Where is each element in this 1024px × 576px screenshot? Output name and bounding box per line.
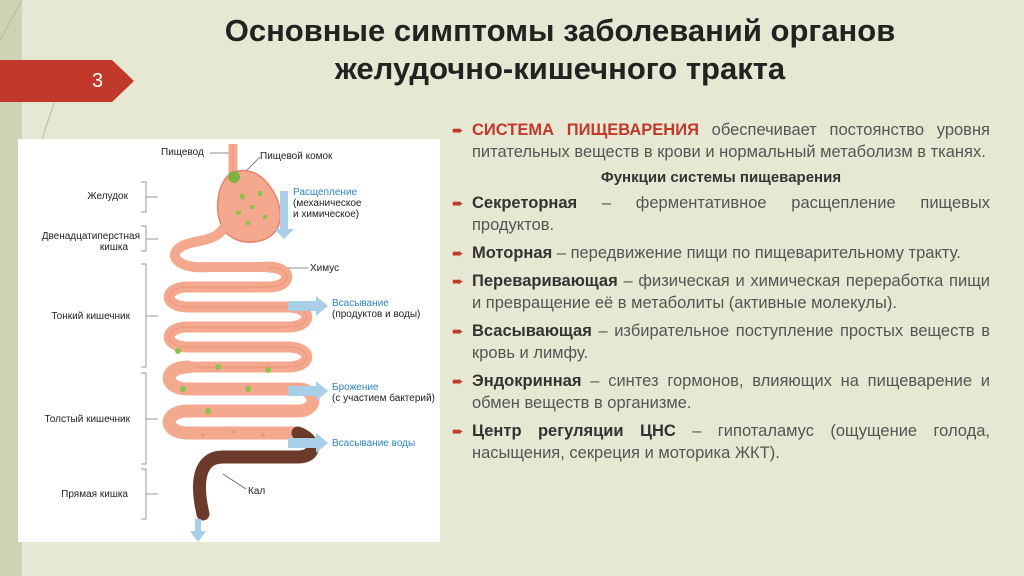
functions-heading: Функции системы пищеварения (600, 169, 842, 186)
label-small-intestine: Тонкий кишечник (51, 311, 130, 322)
arrow-bullet-icon: ➨ (452, 273, 464, 289)
function-term: Всасывающая (472, 322, 592, 340)
stage-fermentation-title: Брожение (332, 382, 379, 393)
decor-lines (0, 0, 56, 146)
label-food-bolus: Пищевой комок (260, 151, 333, 162)
arrow-bullet-icon: ➨ (452, 245, 464, 261)
arrow-bullet-icon: ➨ (452, 195, 464, 211)
function-text: – избирательное поступление простых веще… (472, 322, 990, 362)
stage-breakdown-note-1: (механическое (293, 198, 362, 209)
content-text: ➨ СИСТЕМА ПИЩЕВАРЕНИЯ обеспечивает посто… (452, 119, 990, 470)
digestive-system-diagram: Пищевод Пищевой комок Химус Кал Желудок … (18, 139, 440, 542)
function-text: – синтез гормонов, влияющих на пищеварен… (472, 372, 990, 412)
function-text: – передвижение пищи по пищеварительному … (552, 244, 961, 262)
function-item: ➨ Всасывающая – избирательное поступлени… (452, 320, 990, 364)
intro-paragraph: ➨ СИСТЕМА ПИЩЕВАРЕНИЯ обеспечивает посто… (452, 119, 990, 163)
label-feces: Кал (248, 486, 266, 497)
function-item: ➨ Переваривающая – физическая и химическ… (452, 270, 990, 314)
function-text: – гипоталамус (ощущение голода, насыщени… (472, 422, 990, 462)
label-duodenum-2: кишка (99, 242, 128, 253)
slide-number-badge: 3 (0, 60, 134, 102)
function-term: Моторная (472, 244, 553, 262)
arrow-bullet-icon: ➨ (452, 323, 464, 339)
label-esophagus: Пищевод (161, 147, 204, 158)
function-item: ➨ Эндокринная – синтез гормонов, влияющи… (452, 370, 990, 414)
title-line-1: Основные симптомы заболеваний органов (224, 13, 896, 48)
function-item: ➨ Секреторная – ферментативное расщеплен… (452, 192, 990, 236)
arrow-bullet-icon: ➨ (452, 423, 464, 439)
label-large-intestine: Толстый кишечник (44, 414, 130, 425)
stage-breakdown-title: Расщепление (293, 187, 358, 198)
function-term: Центр регуляции ЦНС (472, 422, 676, 440)
label-stomach: Желудок (87, 191, 128, 202)
label-chyme: Химус (310, 263, 340, 274)
digestive-tract-illustration (141, 144, 328, 542)
stage-breakdown-note-2: и химическое) (293, 209, 360, 220)
stage-absorption-title: Всасывание (332, 298, 389, 309)
label-rectum: Прямая кишка (61, 489, 128, 500)
arrow-bullet-icon: ➨ (452, 122, 464, 138)
slide-title: Основные симптомы заболеваний органов же… (150, 12, 970, 88)
label-duodenum-1: Двенадцатиперстная (41, 231, 140, 242)
arrow-bullet-icon: ➨ (452, 373, 464, 389)
function-item: ➨ Центр регуляции ЦНС – гипоталамус (ощу… (452, 420, 990, 464)
function-text: – физическая и химическая переработка пи… (472, 272, 990, 312)
stage-water-absorption-title: Всасывание воды (332, 438, 416, 449)
title-line-2: желудочно-кишечного тракта (334, 51, 786, 86)
function-term: Переваривающая (472, 272, 618, 290)
stage-absorption-note: (продуктов и воды) (332, 309, 421, 320)
stage-fermentation-note: (с участием бактерий) (332, 393, 435, 404)
function-item: ➨ Моторная – передвижение пищи по пищева… (452, 242, 990, 264)
function-term: Эндокринная (472, 372, 582, 390)
function-term: Секреторная (472, 194, 578, 212)
intro-text: обеспечивает постоянство уровня питатель… (472, 121, 990, 161)
function-text: – ферментативное расщепление пищевых про… (472, 194, 990, 234)
left-decor-strip (0, 0, 22, 576)
intro-lead: СИСТЕМА ПИЩЕВАРЕНИЯ (472, 121, 699, 139)
